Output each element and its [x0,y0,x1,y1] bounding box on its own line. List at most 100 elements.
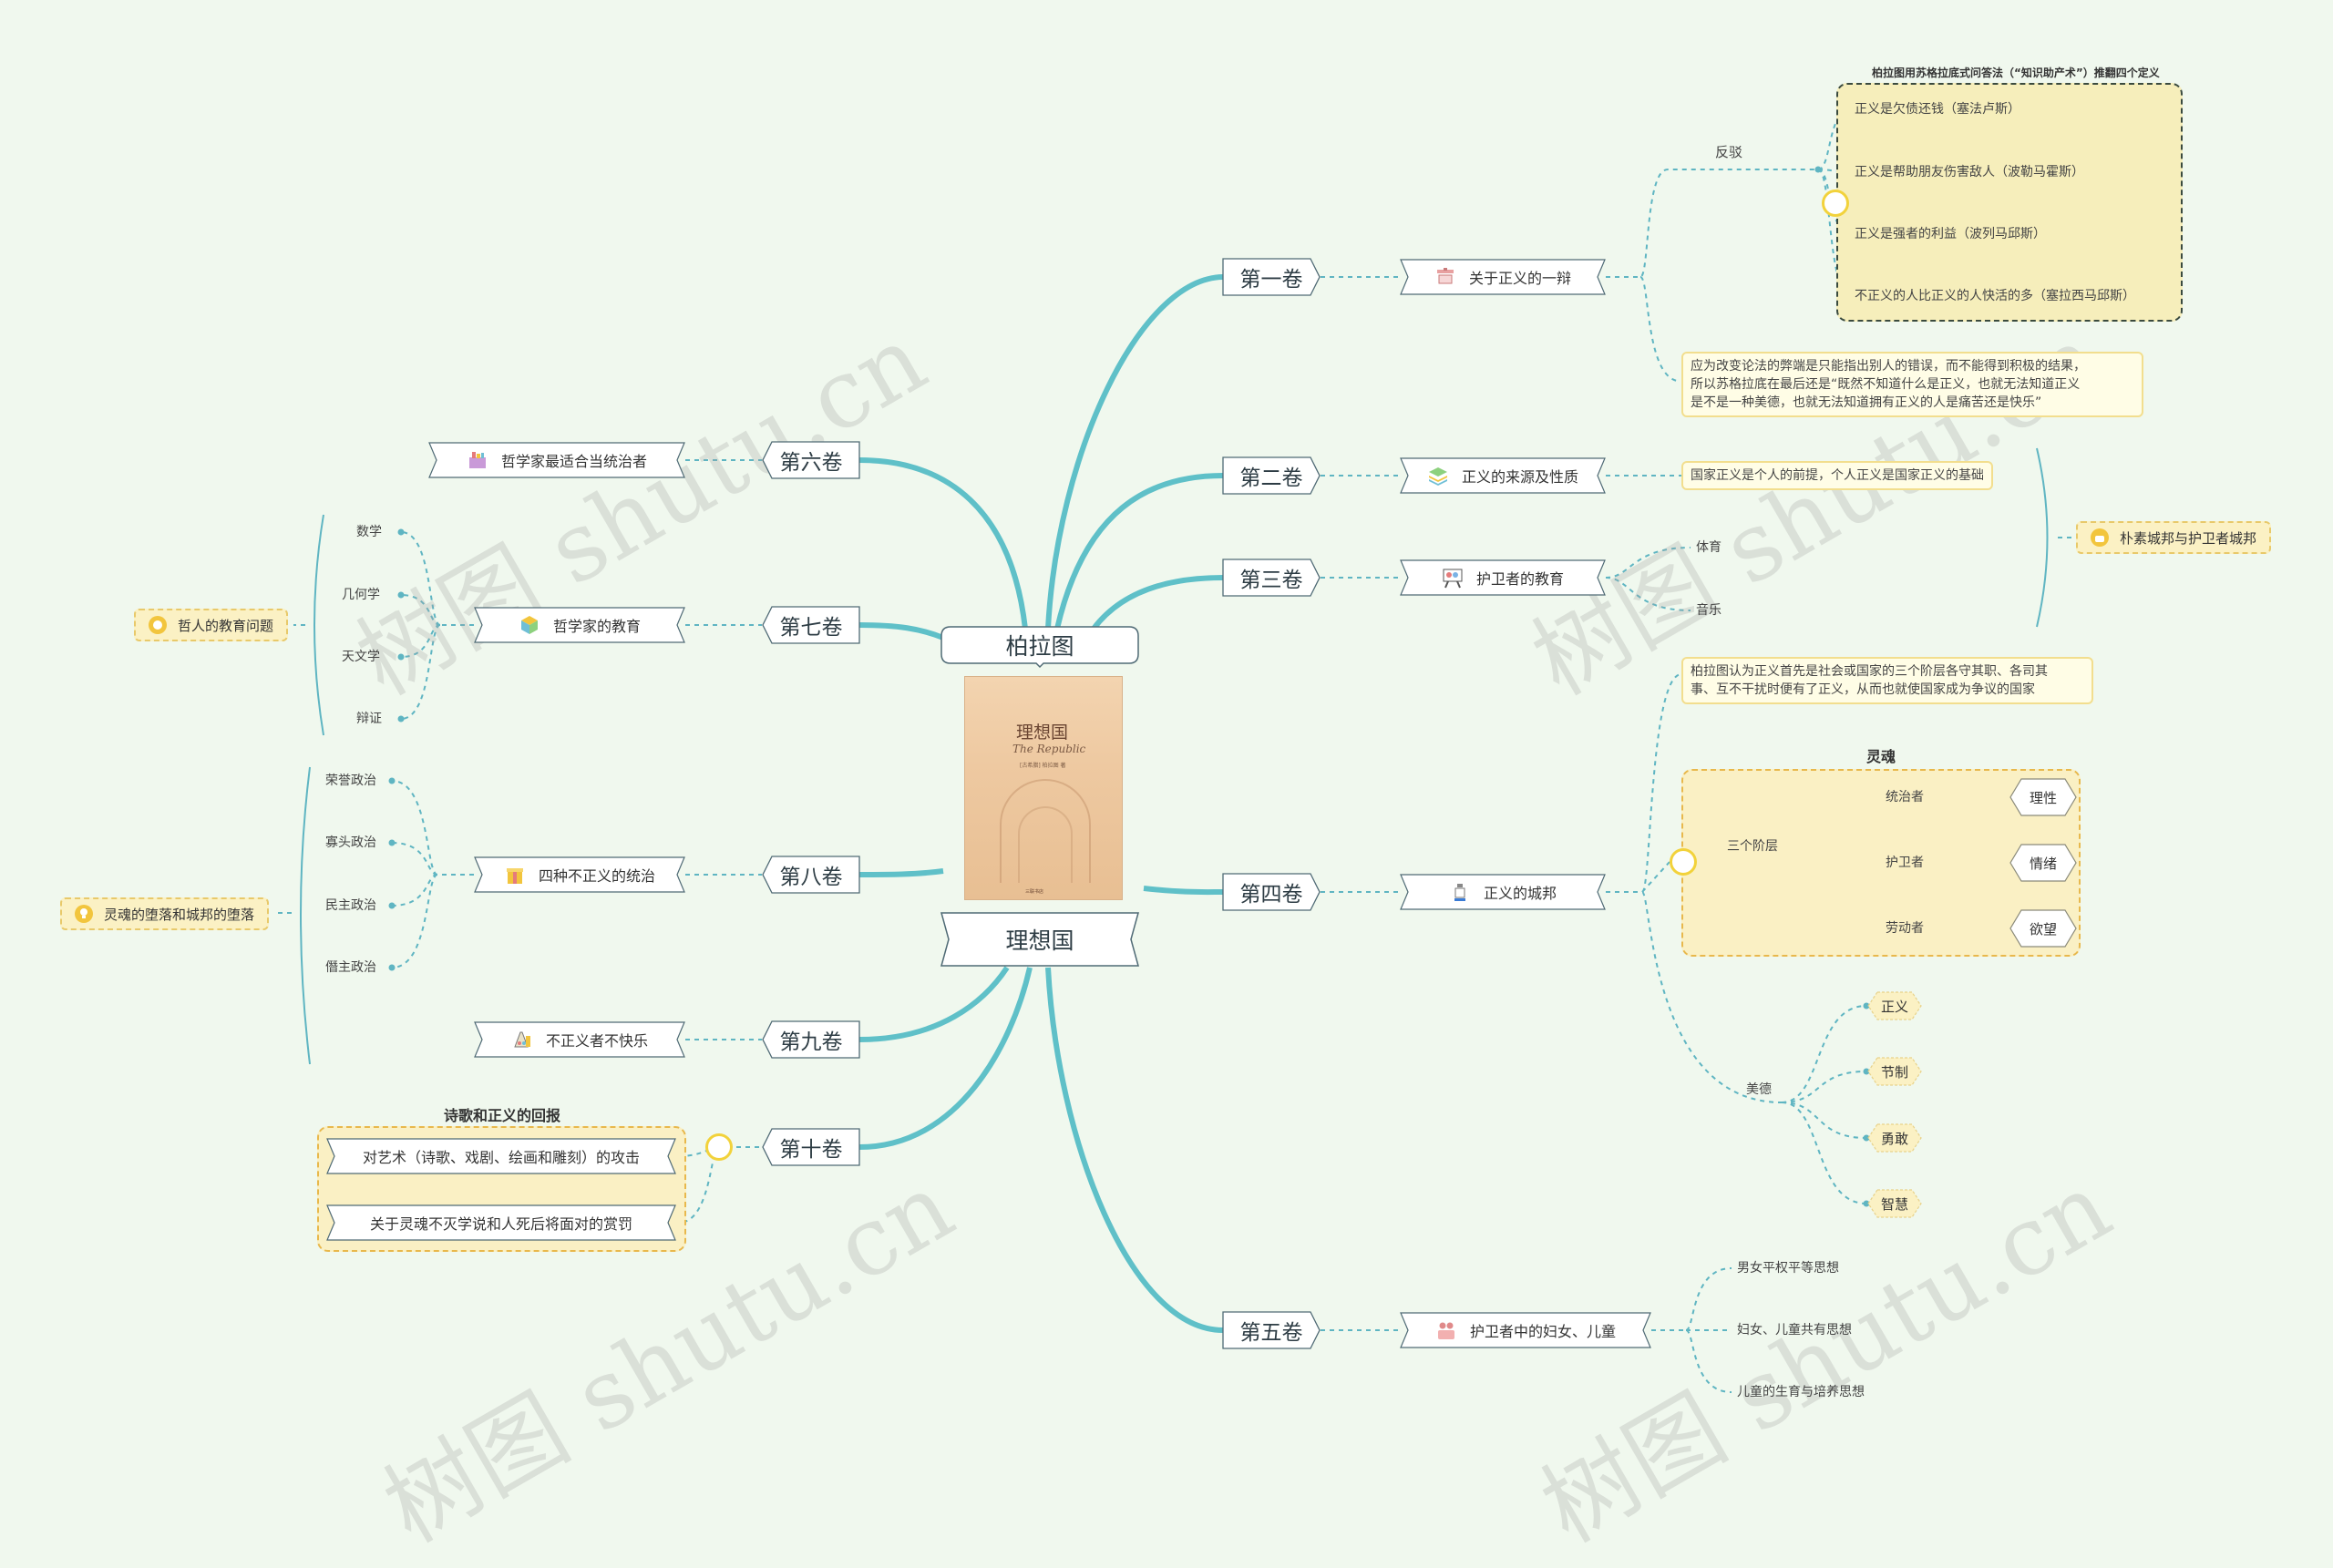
connector-dot [1863,1068,1870,1075]
connector-dot [397,715,405,723]
connector-line [1605,577,1691,611]
connector-dot [397,653,405,661]
connector-line [1685,1267,1732,1331]
v10-box-title: 诗歌和正义的回报 [444,1107,561,1124]
connector-line [1685,1329,1732,1393]
stratum-virtue[interactable]: 欲望 [2009,908,2078,948]
volume-2-node[interactable]: 第二卷 [1222,456,1321,495]
volume-6-node[interactable]: 第六卷 [762,441,860,479]
volume-5-node[interactable]: 第五卷 [1222,1311,1321,1349]
connector-dot [397,591,405,599]
topic-v5[interactable]: 护卫者中的妇女、儿童 [1400,1312,1651,1348]
connector-dot [388,902,396,909]
medal-icon [149,616,167,634]
book-cover-publisher: 三联书店 [1025,889,1044,895]
connector-line [1781,1102,1867,1139]
connector-dot [1863,1002,1870,1009]
soul-ring[interactable] [1670,848,1697,876]
v8-item: 荣誉政治 [325,774,376,788]
topic-v8[interactable]: 四种不正义的统治 [474,856,685,893]
connector-line [1641,891,1783,1103]
volume-8-node[interactable]: 第八卷 [762,856,860,894]
topic-v1[interactable]: 关于正义的一辩 [1400,259,1606,295]
center-title-book[interactable]: 理想国 [940,911,1140,968]
connector-line [391,874,438,968]
center-title-author[interactable]: 柏拉图 [940,625,1140,669]
v8-item: 僭主政治 [325,960,376,975]
v10-ring[interactable] [705,1133,733,1161]
v2-v3-summary[interactable]: 朴素城邦与护卫者城邦 [2076,521,2272,554]
connector-dot [388,839,396,846]
stacked-layers-icon [1427,465,1449,487]
strata-label: 三个阶层 [1727,839,1778,854]
v8-summary[interactable]: 灵魂的堕落和城邦的堕落 [60,897,270,930]
palette-icon [511,1029,533,1050]
connector-line [400,594,441,626]
soul-title: 灵魂 [1866,748,1896,765]
v1-definition-item: 正义是欠债还钱（塞法卢斯） [1855,102,2020,117]
virtue-item[interactable]: 智慧 [1866,1188,1923,1219]
volume-1-node[interactable]: 第一卷 [1222,258,1321,296]
stratum-role: 统治者 [1886,790,1924,804]
connector-line [1605,547,1691,579]
v3-item: 音乐 [1696,603,1721,618]
volume-3-node[interactable]: 第三卷 [1222,559,1321,597]
v8-item: 寡头政治 [325,835,376,850]
v7-item: 天文学 [342,650,380,664]
virtue-item[interactable]: 节制 [1866,1056,1923,1087]
hand-icon [2091,528,2109,547]
branch-v1 [1045,274,1224,630]
virtue-item[interactable]: 正义 [1866,990,1923,1021]
volume-9-node[interactable]: 第九卷 [762,1020,860,1059]
volume-4-node[interactable]: 第四卷 [1222,873,1321,911]
v8-item: 民主政治 [325,898,376,913]
connector-line [391,874,438,907]
topic-v4[interactable]: 正义的城邦 [1400,874,1606,910]
v1-summary-ring[interactable] [1822,190,1849,217]
branch-v10 [858,967,1033,1150]
branch-v3 [1091,575,1224,630]
volume-10-node[interactable]: 第十卷 [762,1128,860,1166]
v5-item: 儿童的生育与培养思想 [1737,1385,1865,1399]
v2-note: 国家正义是个人的前提，个人正义是国家正义的基础 [1681,461,1993,490]
branch-v7 [858,622,945,641]
connector-line [391,780,438,876]
topic-v9[interactable]: 不正义者不快乐 [474,1021,685,1058]
branch-v5 [1045,967,1224,1333]
stratum-virtue[interactable]: 情绪 [2009,843,2078,883]
topic-v7[interactable]: 哲学家的教育 [474,607,685,643]
virtue-item[interactable]: 勇敢 [1866,1122,1923,1153]
connector-line [300,766,311,1065]
book-cover-title: 理想国 [1016,723,1069,743]
connector-dot [1863,1200,1870,1207]
stratum-virtue[interactable]: 理性 [2009,777,2078,817]
v1-definitions-box [1836,83,2183,322]
topic-v6[interactable]: 哲学家最适合当统治者 [428,442,685,478]
v10-item[interactable]: 对艺术（诗歌、戏剧、绘画和雕刻）的攻击 [326,1138,676,1174]
book-cover-author: [古希腊] 柏拉图 著 [1020,763,1066,769]
v5-item: 妇女、儿童共有思想 [1737,1323,1852,1337]
connector-dot [388,964,396,971]
connector-line [313,514,324,736]
v1-box-title: 柏拉图用苏格拉底式问答法（“知识助产术”）推翻四个定义 [1872,67,2160,79]
connector-line [391,842,438,876]
connector-dot [397,528,405,536]
connector-line [2036,447,2049,628]
v7-item: 辩证 [356,712,382,726]
v7-summary[interactable]: 哲人的教育问题 [134,609,289,641]
center-title-book-label: 理想国 [1005,927,1074,954]
toolbox-icon [467,449,488,471]
connector-line [1639,276,1678,382]
connector-line [1641,673,1682,893]
v10-item[interactable]: 关于灵魂不灭学说和人死后将面对的赏罚 [326,1204,676,1241]
volume-7-node[interactable]: 第七卷 [762,606,860,644]
topic-v3[interactable]: 护卫者的教育 [1400,559,1606,596]
v7-item: 几何学 [342,588,380,602]
connector-line [400,624,441,720]
v1-note: 应为改变论法的弊端是只能指出别人的错误，而不能得到积极的结果， 所以苏格拉底在最… [1681,352,2143,417]
refute-label: 反驳 [1715,144,1743,160]
branch-v4 [1143,886,1224,896]
topic-v2[interactable]: 正义的来源及性质 [1400,457,1606,494]
v4-note: 柏拉图认为正义首先是社会或国家的三个阶层各守其职、各司其 事、互不干扰时便有了正… [1681,657,2093,704]
v7-item: 数学 [356,525,382,539]
